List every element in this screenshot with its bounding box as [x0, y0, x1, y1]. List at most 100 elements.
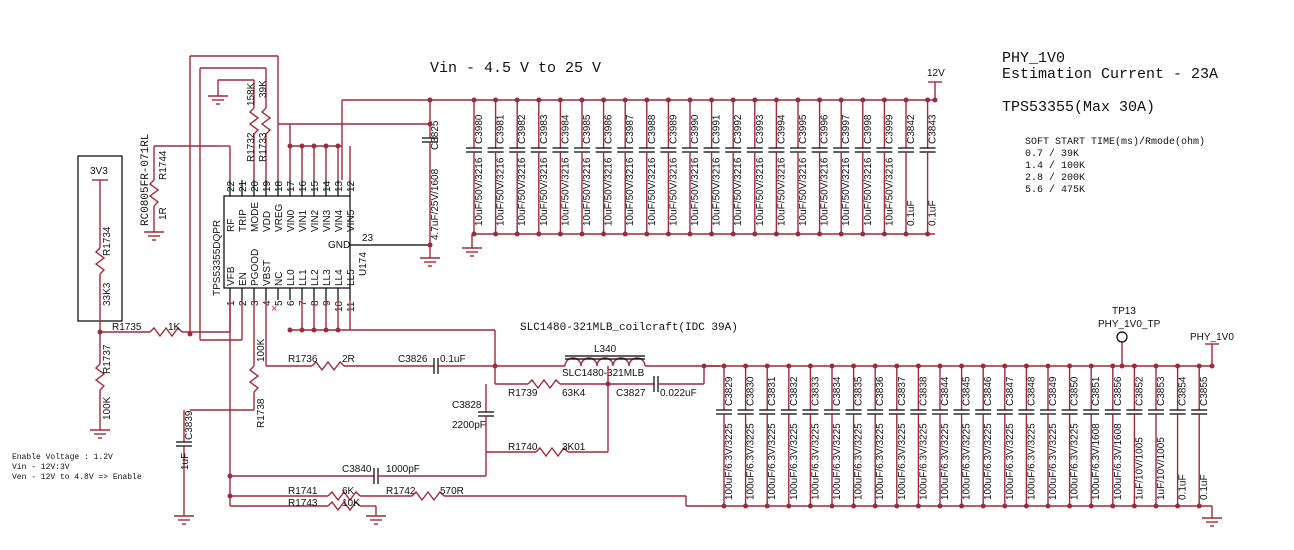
capacitor-value: 1uF/10V/1005 — [1134, 437, 1145, 500]
rail-title: PHY_1V0 — [1002, 50, 1065, 67]
capacitor-value: 100uF/6.3V/3225 — [918, 423, 929, 500]
ic-pin: 9 LL3 — [322, 269, 333, 306]
capacitor-ref: C3842 — [906, 114, 917, 144]
capacitor-ref: C3854 — [1178, 376, 1189, 406]
capacitor-value: 100uF/6.3V/1608 — [1091, 423, 1102, 500]
capacitor-ref: C3846 — [983, 376, 994, 406]
ic-ref: U174 — [358, 252, 369, 276]
ic-top-pins: 22RF21TRIP20MODE19VDD18VREG17VIN016VIN11… — [226, 124, 357, 232]
capacitor-value: 10uF/50V/3216 — [539, 157, 550, 226]
enable-note: Enable Voltage : 1.2V — [12, 453, 113, 462]
capacitor-ref: C3843 — [928, 114, 939, 144]
ic-pin-number: 4 — [262, 300, 273, 306]
testpoint-net: PHY_1V0_TP — [1098, 319, 1161, 330]
svg-text:R1740: R1740 — [508, 442, 538, 453]
capacitor-value: 100uF/6.3V/1608 — [1113, 423, 1124, 500]
r1739: R1739 63K4 — [494, 366, 608, 399]
r1741: R1741 6K R1742 570R — [288, 486, 687, 506]
capacitor-value: 100uF/6.3V/3225 — [1070, 423, 1081, 500]
output-capacitor: C3856 100uF/6.3V/1608 — [1104, 363, 1124, 509]
r1742-val: 570R — [440, 486, 464, 497]
testpoint-ref: TP13 — [1112, 306, 1136, 317]
ic-pin-number: 12 — [346, 180, 357, 192]
capacitor-value: 10uF/50V/3216 — [884, 157, 895, 226]
phy-out-label: PHY_1V0 — [1190, 332, 1234, 343]
ic-u174: GND U174 TPS53355DQPR 23 — [212, 195, 433, 296]
ic-pin-number: 13 — [334, 180, 345, 192]
capacitor-ref: C3833 — [810, 376, 821, 406]
l340: L340 SLC1480-321MLB — [495, 344, 720, 379]
ground-symbol — [366, 515, 386, 525]
capacitor-ref: C3853 — [1156, 376, 1167, 406]
ic-pin-number: 2 — [238, 300, 249, 306]
capacitor-value: 100uF/6.3V/3225 — [854, 423, 865, 500]
ll-pin-bus — [287, 327, 496, 368]
capacitor-value: 10uF/50V/3216 — [496, 157, 507, 226]
capacitor-ref: C3984 — [560, 114, 571, 144]
input-capacitor-bank: C398010uF/50V/3216C398110uF/50V/3216C398… — [466, 97, 939, 237]
svg-text:R1738: R1738 — [256, 398, 267, 428]
capacitor-value: 10uF/50V/3216 — [604, 157, 615, 226]
r1737: R1737 100K — [94, 332, 113, 430]
svg-text:R1735: R1735 — [112, 322, 142, 333]
vin-rail — [341, 81, 942, 245]
capacitor-value: 10uF/50V/3216 — [625, 157, 636, 226]
svg-text:39K: 39K — [258, 80, 269, 98]
capacitor-value: 0.1uF — [1199, 474, 1210, 500]
ic-pin-name: VBST — [262, 260, 273, 286]
ic-pin: 2EN — [238, 272, 249, 306]
ic-pin-number: 9 — [322, 300, 333, 306]
ic-pin-name: VIN5 — [346, 209, 357, 232]
ic-pin-number: 7 — [298, 300, 309, 306]
svg-text:1K: 1K — [168, 322, 181, 333]
capacitor-ref: C3856 — [1113, 376, 1124, 406]
capacitor-ref: C3989 — [668, 114, 679, 144]
ic-pin-name: VIN0 — [286, 209, 297, 232]
svg-text:C3825: C3825 — [430, 120, 441, 150]
svg-text:R1744: R1744 — [158, 150, 169, 180]
capacitor-ref: C3837 — [897, 376, 908, 406]
capacitor-value: 10uF/50V/3216 — [755, 157, 766, 226]
capacitor-ref: C3994 — [776, 114, 787, 144]
svg-text:C3828: C3828 — [452, 400, 482, 411]
capacitor-ref: C3835 — [854, 376, 865, 406]
svg-text:SLC1480-321MLB: SLC1480-321MLB — [562, 368, 645, 379]
r1740: R1740 3K01 — [486, 384, 609, 458]
ic-pin-number: 14 — [322, 180, 333, 192]
svg-text:2200pF: 2200pF — [452, 420, 486, 431]
ground-symbol — [90, 429, 110, 439]
capacitor-ref: C3986 — [604, 114, 615, 144]
ic-pin-number: 3 — [250, 300, 261, 306]
capacitor-value: 100uF/6.3V/3225 — [983, 423, 994, 500]
soft-start-row: 5.6 / 475K — [1025, 184, 1085, 196]
ground-symbol — [144, 231, 164, 241]
capacitor-value: 10uF/50V/3216 — [841, 157, 852, 226]
ic-pin-number: 8 — [310, 300, 321, 306]
capacitor-value: 10uF/50V/3216 — [712, 157, 723, 226]
ic-pin-number: 10 — [334, 300, 345, 312]
ic-pin-name: LL3 — [322, 269, 333, 286]
ic-pin-name: LL2 — [310, 269, 321, 286]
ic-pin-number: 15 — [310, 180, 321, 192]
capacitor-value: 1uF/10V/1005 — [1156, 437, 1167, 500]
enable-note: Vin - 12V:3V — [12, 463, 70, 472]
soft-start-row: 0.7 / 39K — [1025, 148, 1079, 160]
